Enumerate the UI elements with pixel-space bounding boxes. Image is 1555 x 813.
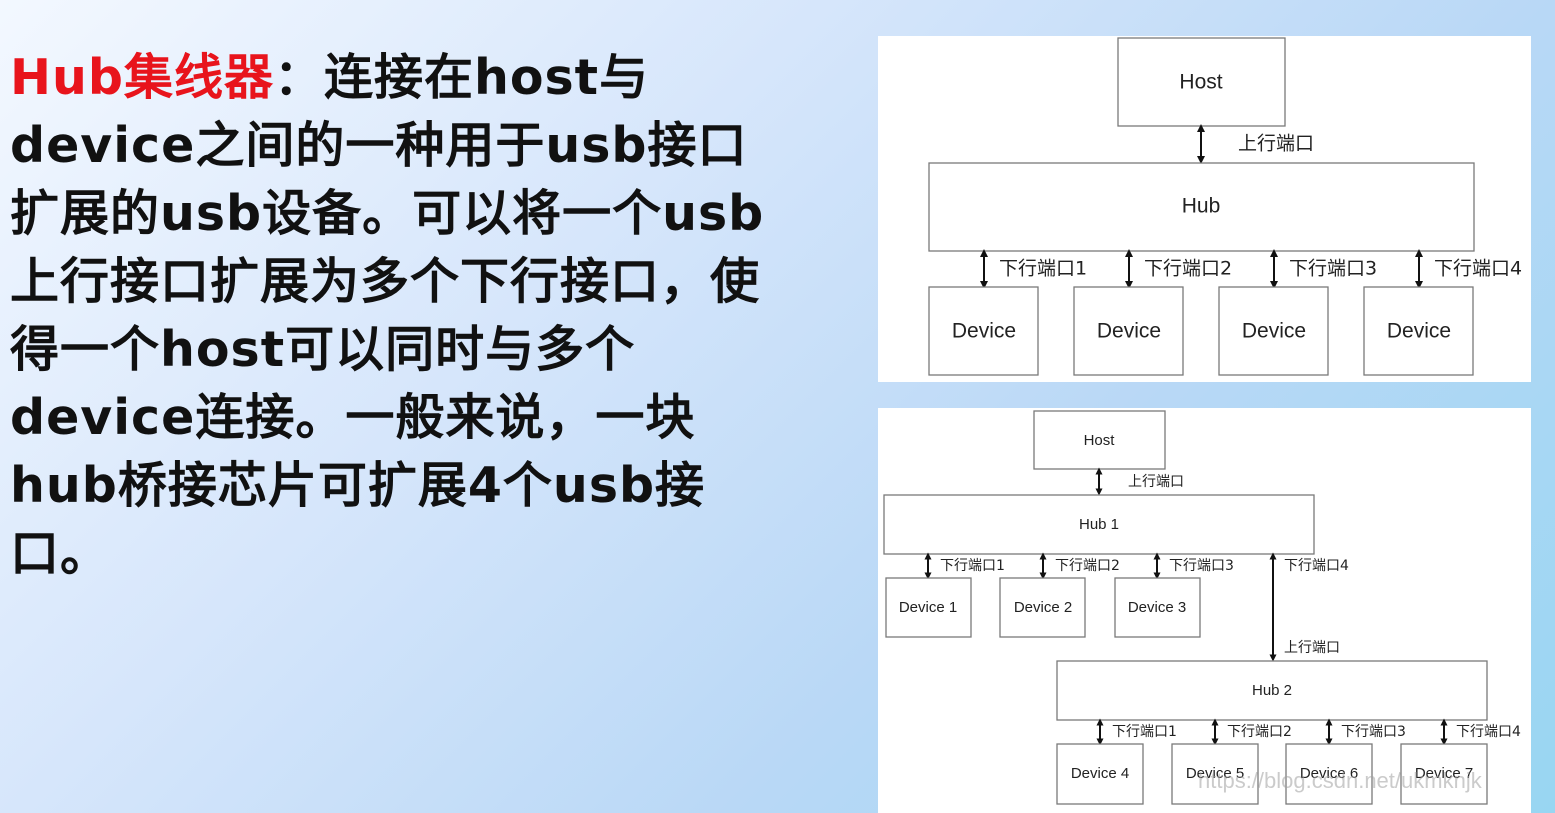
- hub-box: [928, 162, 1475, 252]
- device-label-1: Device 1: [899, 599, 957, 616]
- downstream-port-label-1: 下行端口1: [999, 258, 1087, 280]
- description-body: ：连接在host与device之间的一种用于usb接口扩展的usb设备。可以将一…: [10, 49, 765, 582]
- device-label-5: Device 5: [1186, 765, 1244, 782]
- diagram-cascaded-hubs: Host 上行端口 Hub 1 下行端口1 下行端口2 下行端口3 下行端口4 …: [878, 408, 1531, 813]
- hub-label: Hub: [1182, 195, 1221, 218]
- device-label-1: Device: [952, 320, 1016, 343]
- device-label-2: Device: [1097, 320, 1161, 343]
- hub2-port-label-2: 下行端口2: [1227, 724, 1292, 740]
- hub1-box: [883, 494, 1315, 555]
- description-text: Hub集线器：连接在host与device之间的一种用于usb接口扩展的usb设…: [10, 44, 780, 588]
- diagram-single-hub-svg: Host 上行端口 Hub 下行端口1 下行端口2 下行端口3 下行端口4 De…: [928, 37, 1522, 376]
- hub1-port-label-4: 下行端口4: [1284, 558, 1349, 574]
- device-box-7: [1400, 743, 1488, 805]
- device-box-2: [999, 577, 1086, 638]
- device-label-4: Device: [1387, 320, 1451, 343]
- watermark: https://blog.csdn.net/ukmknjk: [1198, 768, 1482, 793]
- device-box-4: [1056, 743, 1144, 805]
- hub1-port-label-2: 下行端口2: [1055, 558, 1120, 574]
- diagram-single-hub: Host 上行端口 Hub 下行端口1 下行端口2 下行端口3 下行端口4 De…: [878, 36, 1531, 382]
- device-label-6: Device 6: [1300, 765, 1358, 782]
- hub2-upstream-port-label: 上行端口: [1284, 640, 1340, 656]
- host-upstream-port-label: 上行端口: [1128, 474, 1184, 490]
- diagram-cascaded-hubs-svg: Host 上行端口 Hub 1 下行端口1 下行端口2 下行端口3 下行端口4 …: [883, 410, 1521, 805]
- device-label-4: Device 4: [1071, 765, 1129, 782]
- downstream-port-label-2: 下行端口2: [1144, 258, 1232, 280]
- hub2-port-label-3: 下行端口3: [1341, 724, 1406, 740]
- device-box-5: [1171, 743, 1259, 805]
- device-box-6: [1285, 743, 1373, 805]
- host-label: Host: [1084, 432, 1116, 449]
- hub1-port-label-1: 下行端口1: [940, 558, 1005, 574]
- host-label: Host: [1179, 71, 1222, 94]
- upstream-port-label: 上行端口: [1238, 133, 1314, 155]
- device-box-1: [885, 577, 972, 638]
- downstream-port-label-3: 下行端口3: [1289, 258, 1377, 280]
- description-highlight: Hub集线器: [10, 49, 274, 106]
- hub1-label: Hub 1: [1079, 516, 1119, 533]
- hub2-box: [1056, 660, 1488, 721]
- downstream-port-label-4: 下行端口4: [1434, 258, 1522, 280]
- host-box: [1117, 37, 1286, 127]
- device-label-3: Device: [1242, 320, 1306, 343]
- hub1-port-label-3: 下行端口3: [1169, 558, 1234, 574]
- device-box-3: [1218, 286, 1329, 376]
- device-box-3: [1114, 577, 1201, 638]
- host-box: [1033, 410, 1166, 470]
- device-label-3: Device 3: [1128, 599, 1186, 616]
- device-box-4: [1363, 286, 1474, 376]
- hub2-port-label-4: 下行端口4: [1456, 724, 1521, 740]
- hub2-port-label-1: 下行端口1: [1112, 724, 1177, 740]
- device-label-7: Device 7: [1415, 765, 1473, 782]
- hub2-label: Hub 2: [1252, 682, 1292, 699]
- device-box-1: [928, 286, 1039, 376]
- device-box-2: [1073, 286, 1184, 376]
- device-label-2: Device 2: [1014, 599, 1072, 616]
